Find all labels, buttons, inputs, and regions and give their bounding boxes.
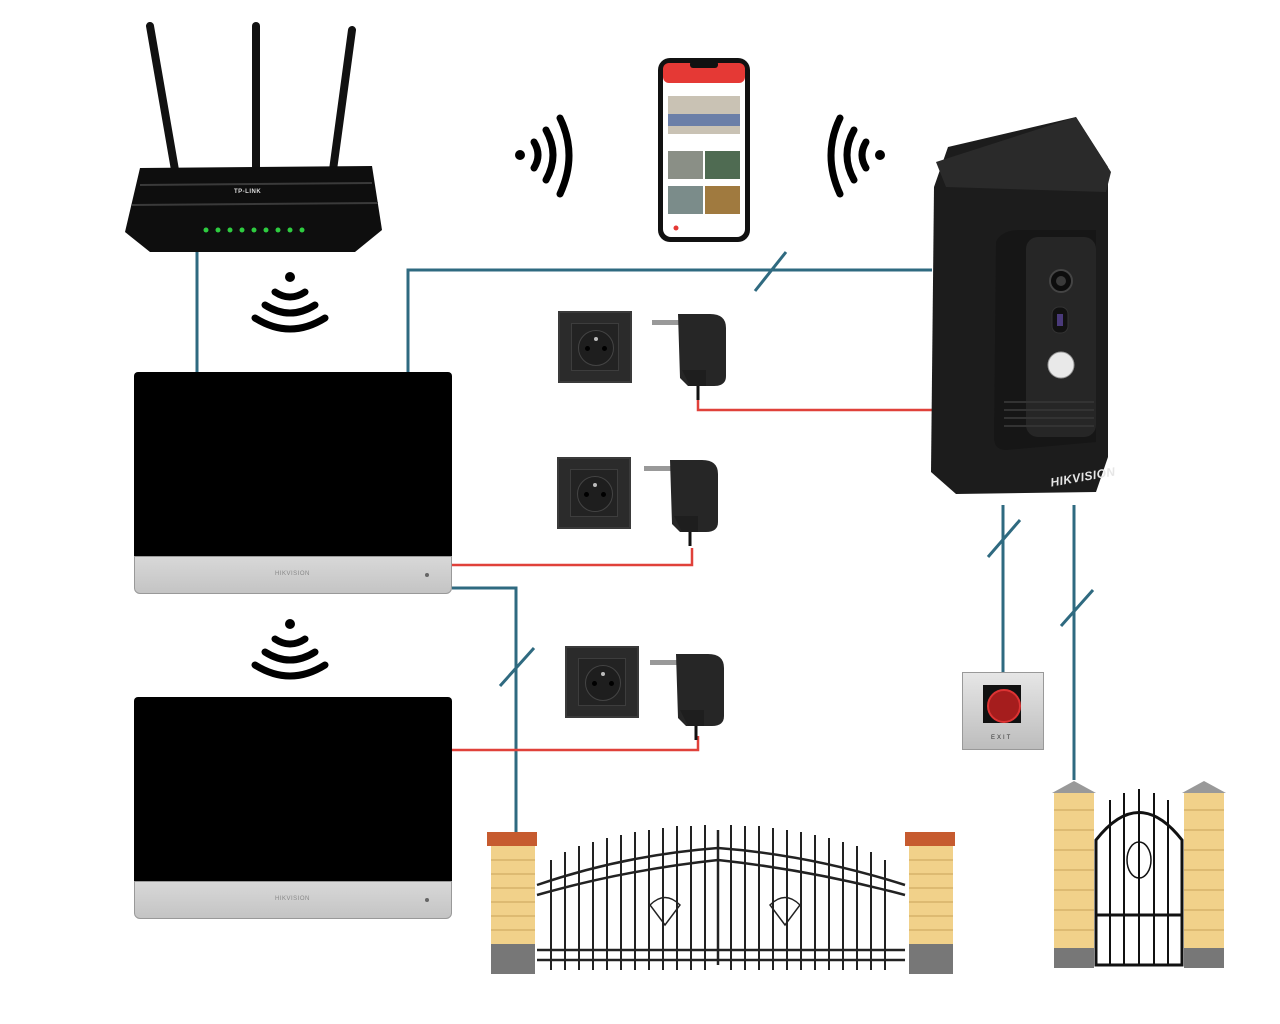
monitor-1-led-icon: [425, 573, 429, 577]
exit-button-red-icon: [987, 689, 1021, 723]
power-outlet-2: [557, 457, 631, 529]
wifi-icon: [251, 619, 329, 680]
monitor-1-screen[interactable]: [134, 372, 452, 556]
cable-monitor-doorstation: [406, 268, 932, 374]
door-station-icon: [931, 117, 1111, 494]
cable-break-mark: [1059, 589, 1095, 627]
power-cable-doorstation: [696, 398, 932, 412]
power-outlet-3: [565, 646, 639, 718]
cable-monitor-gate: [452, 586, 518, 832]
power-adapter-1-icon: [652, 314, 726, 400]
power-cable-monitor-1: [452, 548, 694, 567]
smartphone-icon: [658, 58, 750, 242]
wifi-icon: [251, 272, 329, 333]
power-cable-monitor-2: [452, 736, 700, 752]
monitor-2-brand: HIKVISION: [275, 896, 310, 902]
wifi-signal-left-icon: [827, 114, 885, 198]
monitor-1-bezel: HIKVISION: [134, 556, 452, 594]
monitor-2-led-icon: [425, 898, 429, 902]
cable-break-mark: [986, 519, 1022, 558]
monitor-2-screen[interactable]: [134, 697, 452, 881]
exit-button-label: EXIT: [991, 735, 1013, 741]
wicket-gate-icon: [1052, 781, 1226, 968]
exit-button[interactable]: EXIT: [962, 672, 1044, 750]
monitor-1-brand: HIKVISION: [275, 571, 310, 577]
power-adapter-3-icon: [650, 654, 724, 740]
cable-break-mark: [753, 251, 788, 292]
router-brand: TP-LINK: [234, 189, 262, 195]
power-adapter-2-icon: [644, 460, 718, 546]
cable-break-mark: [498, 646, 536, 688]
driveway-gate-icon: [487, 825, 955, 974]
router-icon: [125, 22, 382, 252]
power-outlet-1: [558, 311, 632, 383]
wifi-signal-right-icon: [515, 114, 573, 198]
monitor-2-bezel: HIKVISION: [134, 881, 452, 919]
